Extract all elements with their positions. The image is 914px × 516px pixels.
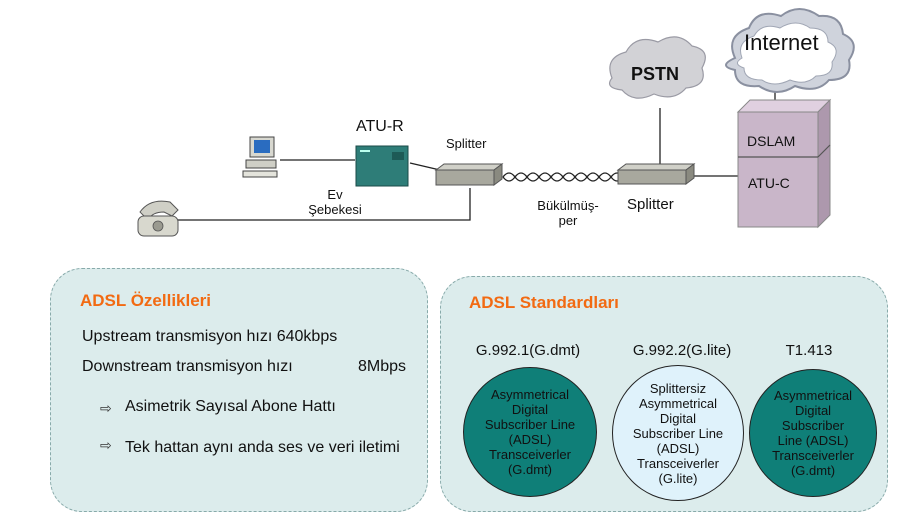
downstream-label: Downstream transmisyon hızı [82, 358, 293, 375]
home-splitter-icon [434, 163, 504, 186]
desc-line: Digital [794, 403, 832, 418]
upstream-text: Upstream transmisyon hızı 640kbps [82, 328, 338, 345]
computer-icon [242, 136, 278, 178]
bullet-arrow-icon: ⇨ [100, 437, 112, 453]
desc-line: Asymmetrical [638, 395, 717, 411]
twisted-pair-line2: per [558, 213, 578, 228]
desc-line: (ADSL) [656, 440, 700, 456]
desc-line: Digital [511, 402, 549, 417]
office-splitter-label: Splitter [627, 196, 674, 213]
standard-ellipse-t1413: Asymmetrical Digital Subscriber Line (AD… [749, 369, 877, 497]
home-splitter-label: Splitter [446, 136, 487, 151]
home-network-line2: Şebekesi [308, 202, 362, 217]
standard-name: G.992.1(G.dmt) [475, 342, 581, 359]
desc-line: Transceiverler [772, 448, 854, 463]
desc-line: Subscriber [781, 418, 845, 433]
twisted-pair-line1: Bükülmüş- [537, 198, 599, 213]
desc-line: (ADSL) [508, 432, 552, 447]
desc-line: (G.dmt) [507, 462, 553, 477]
bullet-arrow-icon: ⇨ [100, 400, 112, 416]
standard-description: Asymmetrical Digital Subscriber Line (AD… [772, 388, 854, 478]
pstn-label: PSTN [631, 64, 680, 84]
desc-line: Transceiverler [489, 447, 571, 462]
dslam-label: DSLAM [747, 133, 796, 149]
desc-line: (G.dmt) [790, 463, 836, 478]
desc-line: Splittersiz [649, 380, 707, 396]
bullet-item: Asimetrik Sayısal Abone Hattı [125, 398, 336, 415]
desc-line: Digital [659, 410, 697, 426]
desc-line: Asymmetrical [773, 388, 852, 403]
desc-line: Asymmetrical [490, 387, 569, 402]
features-panel [50, 268, 428, 512]
standard-ellipse-gdmt: Asymmetrical Digital Subscriber Line (AD… [463, 367, 597, 497]
standards-title: ADSL Standardları [469, 293, 619, 312]
desc-line: Subscriber Line [632, 425, 724, 441]
bullet-item: Tek hattan aynı anda ses ve veri iletimi [125, 439, 400, 456]
standard-ellipse-glite: Splittersiz Asymmetrical Digital Subscri… [612, 365, 744, 501]
standard-name: T1.413 [785, 342, 833, 359]
network-diagram [137, 8, 855, 237]
internet-label: Internet [744, 30, 819, 55]
home-network-line1: Ev [327, 187, 343, 202]
twisted-pair-label: Bükülmüş- per [530, 198, 606, 228]
office-splitter-icon [616, 163, 696, 185]
atu-r-modem-icon [355, 145, 409, 187]
dslam-cabinet-icon [736, 98, 832, 229]
modem-splitter-line [409, 162, 441, 171]
standard-description: Splittersiz Asymmetrical Digital Subscri… [633, 381, 723, 486]
desc-line: Line (ADSL) [777, 433, 849, 448]
desc-line: (G.lite) [658, 470, 698, 486]
telephone-icon [137, 200, 179, 237]
desc-line: Subscriber Line [484, 417, 576, 432]
home-network-label: Ev Şebekesi [300, 187, 370, 217]
standard-name: G.992.2(G.lite) [632, 342, 732, 359]
phone-splitter-line [178, 188, 471, 221]
internet-cloud-icon [725, 8, 855, 93]
atu-c-label: ATU-C [748, 175, 790, 191]
pstn-cloud-icon [609, 36, 706, 99]
desc-line: Transceiverler [637, 455, 719, 471]
downstream-value: 8Mbps [358, 358, 407, 375]
twisted-pair-line-b [502, 172, 624, 182]
atu-r-label: ATU-R [356, 118, 404, 135]
features-title: ADSL Özellikleri [80, 291, 212, 310]
standard-description: Asymmetrical Digital Subscriber Line (AD… [485, 387, 575, 477]
